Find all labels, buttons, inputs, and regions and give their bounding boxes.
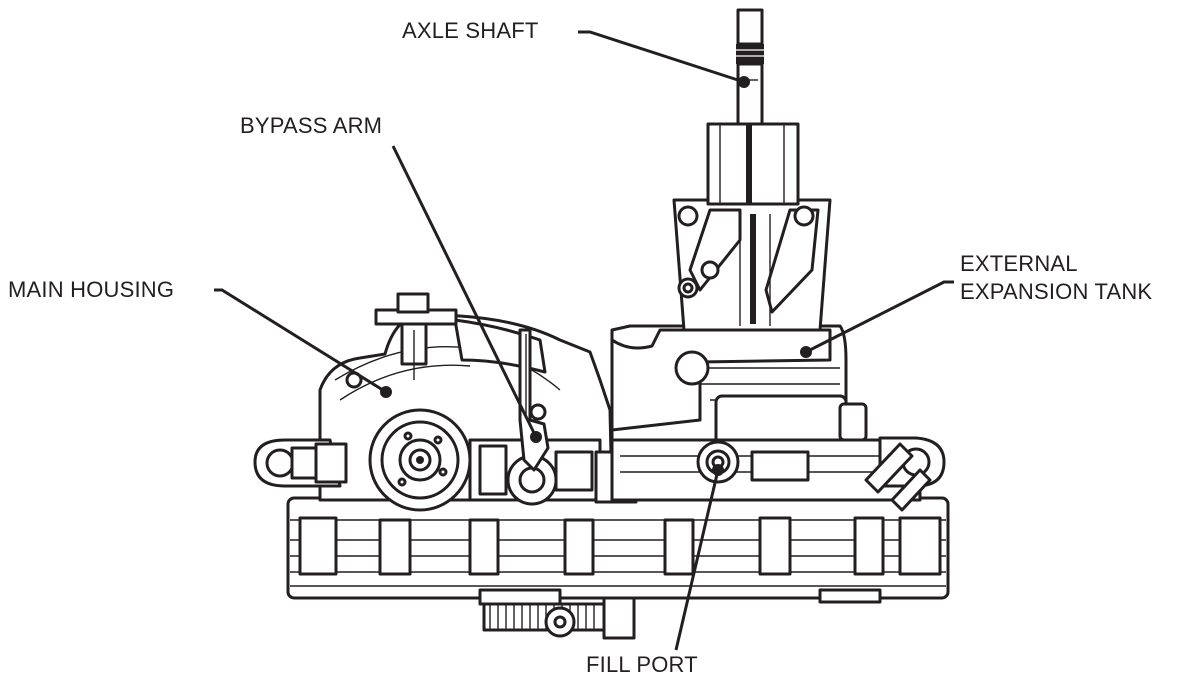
leader-axle-shaft <box>578 30 745 84</box>
leader-expansion-tank <box>805 280 954 354</box>
leader-fill-port <box>674 469 720 651</box>
leader-dot-expansion-tank <box>800 346 812 358</box>
leader-dot-axle-shaft <box>738 76 750 88</box>
leader-lines <box>214 30 954 651</box>
base-plate <box>286 496 950 606</box>
label-bypass-arm: BYPASS ARM <box>240 113 383 138</box>
left-mounting-ear <box>253 438 348 488</box>
leader-dot-main-housing <box>380 386 392 398</box>
housing-top-bolt <box>345 292 458 389</box>
fill-port <box>696 440 740 484</box>
right-mounting-ear <box>864 436 946 512</box>
expansion-tank-body <box>610 324 868 446</box>
bottom-gear <box>482 596 636 640</box>
axle-tower <box>672 122 832 332</box>
label-axle-shaft: AXLE SHAFT <box>402 18 539 43</box>
leader-main-housing <box>214 288 387 394</box>
main-hub <box>368 408 472 512</box>
leader-bypass-arm <box>391 145 538 438</box>
label-main-housing: MAIN HOUSING <box>8 277 175 302</box>
leader-dot-fill-port <box>712 464 724 476</box>
label-fill-port: FILL PORT <box>586 652 698 677</box>
right-lower-body <box>610 438 922 502</box>
axle-shaft <box>736 8 764 126</box>
label-external-expansion-tank-line2: EXPANSION TANK <box>960 279 1153 304</box>
label-external-expansion-tank-line1: EXTERNAL <box>960 251 1078 276</box>
leader-dot-bypass-arm <box>530 431 542 443</box>
